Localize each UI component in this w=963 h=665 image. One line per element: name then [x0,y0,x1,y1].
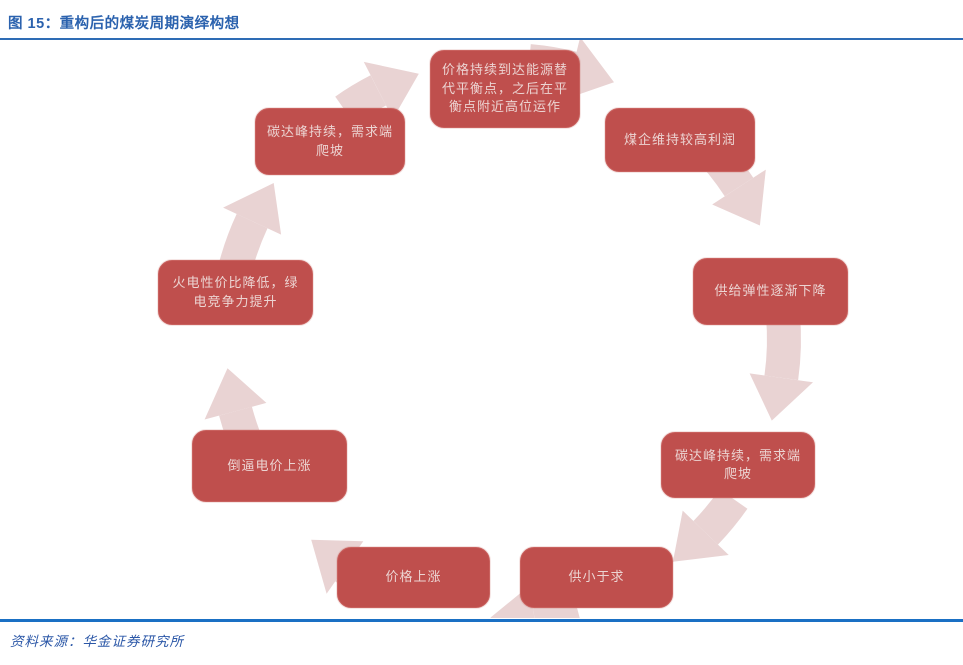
cycle-node-supply-elasticity: 供给弹性逐渐下降 [693,258,848,325]
cycle-node-supply-less-than-demand: 供小于求 [520,547,673,608]
cycle-node-coal-profit: 煤企维持较高利润 [605,108,755,172]
source-note: 资料来源：华金证券研究所 [10,634,184,649]
figure-header: 图 15：重构后的煤炭周期演绎构想 [0,0,963,40]
footer-rule [0,619,963,622]
cycle-node-price-rise: 价格上涨 [337,547,490,608]
cycle-node-carbon-peak-demand-right: 碳达峰持续，需求端 爬坡 [661,432,815,498]
cycle-node-thermal-vs-green-power: 火电性价比降低，绿 电竞争力提升 [158,260,313,325]
figure-title: 图 15：重构后的煤炭周期演绎构想 [8,16,240,32]
cycle-node-carbon-peak-demand-left: 碳达峰持续，需求端 爬坡 [255,108,405,175]
title-underline [0,38,963,40]
cycle-node-electricity-price-rise: 倒逼电价上涨 [192,430,347,502]
cycle-node-price-equilibrium: 价格持续到达能源替 代平衡点，之后在平 衡点附近高位运作 [430,50,580,128]
coal-cycle-diagram: 价格持续到达能源替 代平衡点，之后在平 衡点附近高位运作 煤企维持较高利润 供给… [0,40,963,618]
